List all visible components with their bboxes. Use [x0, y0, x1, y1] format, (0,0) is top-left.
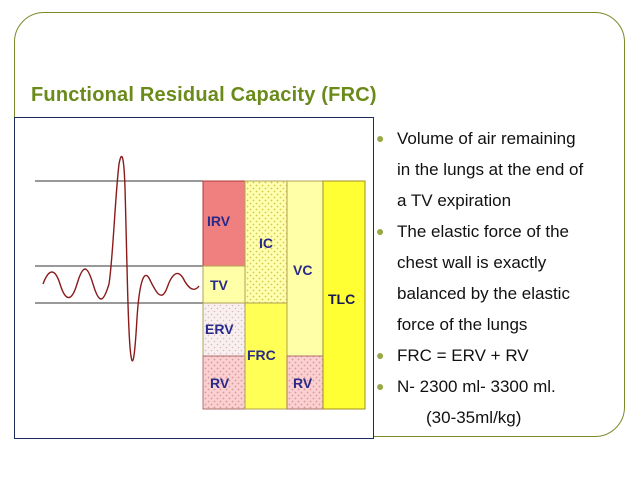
label-rv-right: RV: [293, 375, 313, 391]
spirometry-wave: [42, 155, 200, 362]
block-tv: [202, 265, 246, 304]
bullet-list: ● Volume of air remaining in the lungs a…: [372, 123, 634, 433]
block-irv: [202, 180, 246, 267]
bullet-subnote: (30-35ml/kg): [372, 402, 634, 433]
slide-title: Functional Residual Capacity (FRC): [31, 84, 377, 106]
bullet-text: N- 2300 ml- 3300 ml.: [397, 377, 556, 396]
label-frc: FRC: [247, 347, 276, 363]
label-tv: TV: [210, 277, 229, 293]
block-tlc: [322, 180, 366, 410]
bullet-marker-icon: ●: [376, 223, 385, 239]
block-rv-right: [286, 355, 324, 410]
block-rv-left: [202, 355, 246, 410]
bullet-marker-icon: ●: [376, 378, 385, 394]
label-tlc: TLC: [328, 291, 355, 307]
lung-volume-svg: IRV TV ERV RV IC FRC VC RV TLC: [35, 155, 366, 410]
label-ic: IC: [259, 235, 273, 251]
label-rv-left: RV: [210, 375, 230, 391]
lung-volume-diagram: IRV TV ERV RV IC FRC VC RV TLC: [14, 117, 374, 439]
label-vc: VC: [293, 262, 312, 278]
label-irv: IRV: [207, 213, 231, 229]
block-vc: [286, 180, 324, 357]
bullet-item: ● Volume of air remaining in the lungs a…: [372, 123, 634, 216]
bullet-item: ● The elastic force of the chest wall is…: [372, 216, 634, 340]
bullet-text: FRC = ERV + RV: [397, 346, 529, 365]
bullet-marker-icon: ●: [376, 347, 385, 363]
bullet-text: The elastic force of the chest wall is e…: [397, 222, 570, 334]
label-erv: ERV: [205, 321, 234, 337]
bullet-item: ● FRC = ERV + RV: [372, 340, 634, 371]
bullet-text: Volume of air remaining in the lungs at …: [397, 129, 584, 210]
subnote-text: (30-35ml/kg): [426, 408, 522, 427]
bullet-item: ● N- 2300 ml- 3300 ml.: [372, 371, 634, 402]
bullet-marker-icon: ●: [376, 130, 385, 146]
